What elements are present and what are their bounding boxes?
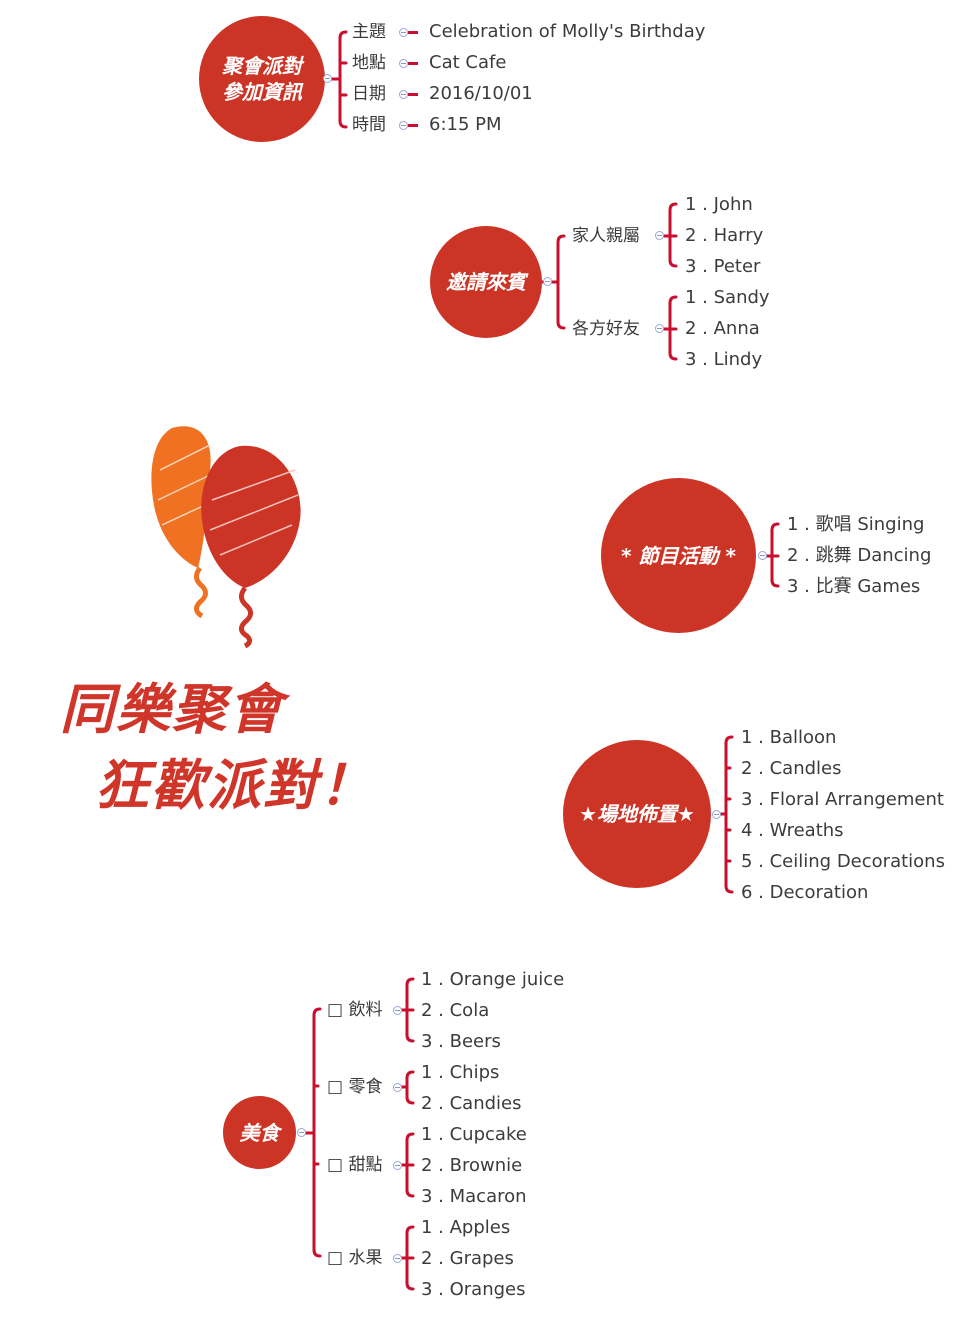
collapse-toggle-snacks[interactable] <box>393 1083 402 1092</box>
page-title-line2: 狂歡派對！ <box>95 754 375 817</box>
food-item[interactable]: 3 . Beers <box>421 1031 501 1052</box>
balloon-red-icon <box>201 445 301 649</box>
guest-group-family[interactable]: 家人親屬 <box>572 226 640 246</box>
collapse-toggle-food[interactable] <box>297 1128 306 1137</box>
venue-item[interactable]: 5 . Ceiling Decorations <box>741 851 945 872</box>
info-value-time[interactable]: 6:15 PM <box>429 114 502 135</box>
venue-node-label: ★場地佈置★ <box>579 802 695 826</box>
info-label-location: 地點 <box>352 53 386 73</box>
connector-dash <box>408 93 418 96</box>
food-item[interactable]: 1 . Chips <box>421 1062 500 1083</box>
collapse-toggle-activities[interactable] <box>758 551 767 560</box>
info-value-theme[interactable]: Celebration of Molly's Birthday <box>429 21 706 42</box>
collapse-toggle-theme[interactable] <box>399 28 408 37</box>
collapse-toggle-time[interactable] <box>399 121 408 130</box>
collapse-toggle-date[interactable] <box>399 90 408 99</box>
collapse-toggle-guests[interactable] <box>543 277 552 286</box>
food-item[interactable]: 1 . Cupcake <box>421 1124 527 1145</box>
info-label-time: 時間 <box>352 115 386 135</box>
guests-node-label: 邀請來賓 <box>446 270 526 294</box>
venue-node[interactable]: ★場地佈置★ <box>563 740 711 888</box>
guest-item[interactable]: 2 . Anna <box>685 318 760 339</box>
party-info-node-line2: 參加資訊 <box>222 80 302 104</box>
collapse-toggle-party-info[interactable] <box>323 74 332 83</box>
food-item[interactable]: 2 . Cola <box>421 1000 490 1021</box>
food-item[interactable]: 3 . Macaron <box>421 1186 527 1207</box>
food-item[interactable]: 3 . Oranges <box>421 1279 526 1300</box>
venue-item[interactable]: 2 . Candles <box>741 758 842 779</box>
food-item[interactable]: 1 . Apples <box>421 1217 511 1238</box>
connector-dash <box>408 31 418 34</box>
activity-item[interactable]: 3 . 比賽 Games <box>787 576 921 597</box>
guests-node[interactable]: 邀請來賓 <box>430 226 542 338</box>
connector-dash <box>408 124 418 127</box>
food-node[interactable]: 美食 <box>223 1096 296 1169</box>
food-group-fruits[interactable]: □ 水果 <box>327 1248 383 1268</box>
activity-item[interactable]: 2 . 跳舞 Dancing <box>787 545 932 566</box>
guest-item[interactable]: 3 . Peter <box>685 256 761 277</box>
food-item[interactable]: 2 . Brownie <box>421 1155 523 1176</box>
collapse-toggle-venue[interactable] <box>712 810 721 819</box>
info-value-date[interactable]: 2016/10/01 <box>429 83 533 104</box>
food-item[interactable]: 2 . Grapes <box>421 1248 514 1269</box>
guest-item[interactable]: 1 . John <box>685 194 753 215</box>
info-label-date: 日期 <box>352 84 386 104</box>
activities-node[interactable]: * 節目活動 * <box>601 478 756 633</box>
guest-item[interactable]: 1 . Sandy <box>685 287 770 308</box>
collapse-toggle-desserts[interactable] <box>393 1161 402 1170</box>
collapse-toggle-friends[interactable] <box>655 324 664 333</box>
guest-group-friends[interactable]: 各方好友 <box>572 319 640 339</box>
page-title-line1: 同樂聚會 <box>60 678 284 741</box>
food-group-desserts[interactable]: □ 甜點 <box>327 1155 383 1175</box>
connector-dash <box>408 62 418 65</box>
collapse-toggle-fruits[interactable] <box>393 1254 402 1263</box>
venue-item[interactable]: 3 . Floral Arrangement <box>741 789 944 810</box>
collapse-toggle-family[interactable] <box>655 231 664 240</box>
food-group-snacks[interactable]: □ 零食 <box>327 1077 383 1097</box>
guest-item[interactable]: 3 . Lindy <box>685 349 763 370</box>
info-label-theme: 主題 <box>352 22 386 42</box>
venue-item[interactable]: 4 . Wreaths <box>741 820 844 841</box>
food-group-drinks[interactable]: □ 飲料 <box>327 1000 383 1020</box>
food-item[interactable]: 1 . Orange juice <box>421 969 565 990</box>
party-info-node-line1: 聚會派對 <box>222 54 302 78</box>
food-item[interactable]: 2 . Candies <box>421 1093 522 1114</box>
venue-item[interactable]: 1 . Balloon <box>741 727 837 748</box>
activity-item[interactable]: 1 . 歌唱 Singing <box>787 514 925 535</box>
party-info-node[interactable]: 聚會派對 參加資訊 <box>199 16 325 142</box>
balloon-orange-icon <box>151 426 211 619</box>
collapse-toggle-location[interactable] <box>399 59 408 68</box>
food-node-label: 美食 <box>239 1120 280 1145</box>
venue-item[interactable]: 6 . Decoration <box>741 882 869 903</box>
info-value-location[interactable]: Cat Cafe <box>429 52 507 73</box>
activities-node-label: * 節目活動 * <box>621 543 736 568</box>
collapse-toggle-drinks[interactable] <box>393 1006 402 1015</box>
guest-item[interactable]: 2 . Harry <box>685 225 764 246</box>
